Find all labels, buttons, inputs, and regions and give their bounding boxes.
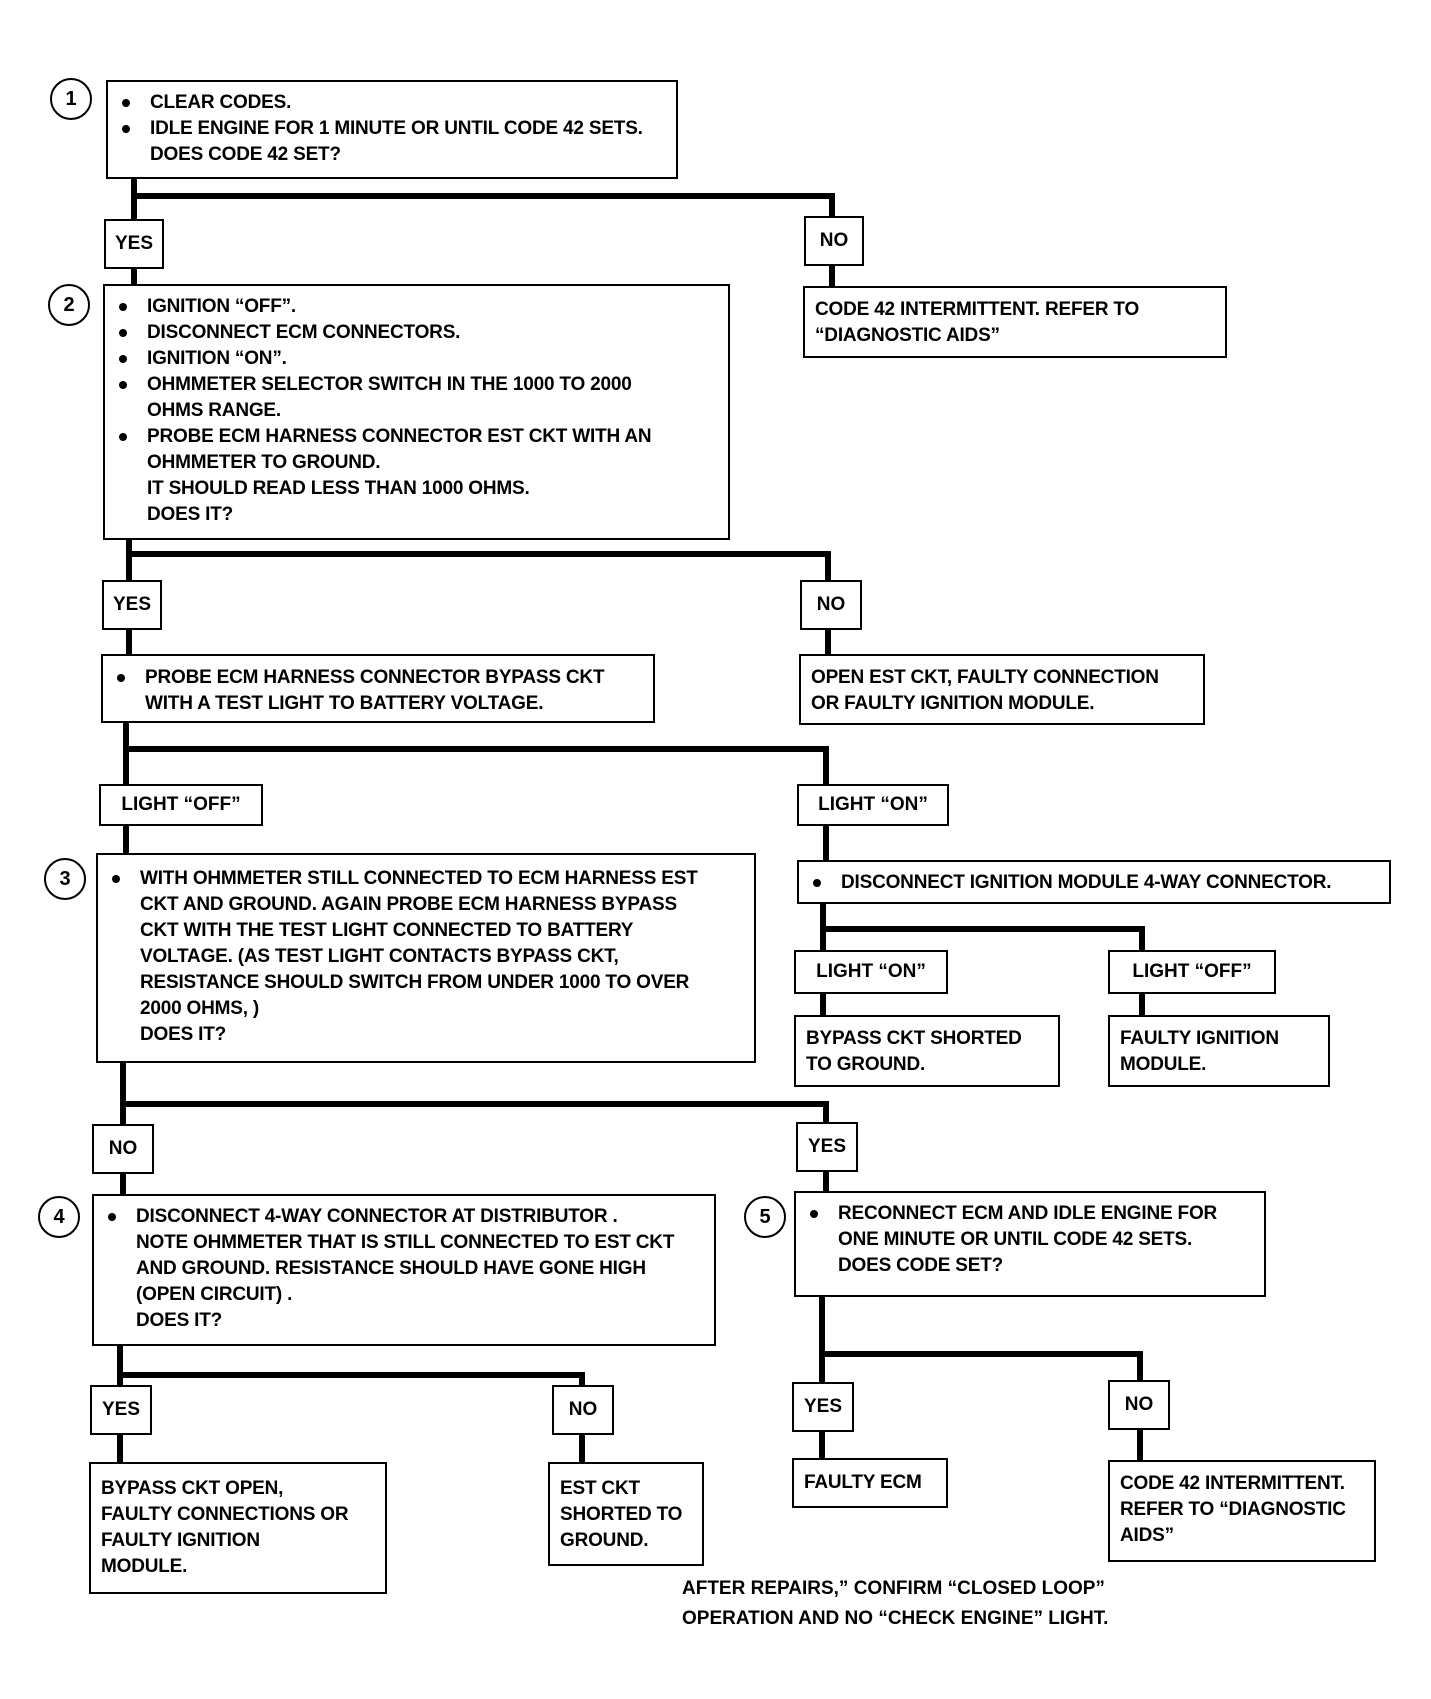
disconnect-ignition-module-box: DISCONNECT IGNITION MODULE 4-WAY CONNECT…: [797, 860, 1391, 904]
step-2-bullet: DISCONNECT ECM CONNECTORS.: [119, 320, 720, 346]
step-2-question: DOES IT?: [147, 504, 234, 525]
result-line: EST CKT: [560, 1478, 640, 1499]
result-line: OPEN EST CKT, FAULTY CONNECTION: [811, 667, 1159, 688]
step-5-box: RECONNECT ECM AND IDLE ENGINE FOR ONE MI…: [794, 1191, 1266, 1297]
step-3-line: VOLTAGE. (AS TEST LIGHT CONTACTS BYPASS …: [140, 946, 619, 967]
step-2-box: IGNITION “OFF”. DISCONNECT ECM CONNECTOR…: [103, 284, 730, 540]
step-3-line: CKT AND GROUND. AGAIN PROBE ECM HARNESS …: [140, 894, 677, 915]
probe-line: WITH A TEST LIGHT TO BATTERY VOLTAGE.: [145, 693, 544, 714]
step-3-bullet: WITH OHMMETER STILL CONNECTED TO ECM HAR…: [112, 866, 746, 892]
step-5-yes-label: YES: [792, 1382, 854, 1432]
connector-box4-split: [117, 1372, 585, 1395]
step-2-line: OHMS RANGE.: [147, 400, 281, 421]
step-5-line: ONE MINUTE OR UNTIL CODE 42 SETS.: [838, 1229, 1193, 1250]
step-4-yes-label: YES: [90, 1385, 152, 1435]
step-1-question: DOES CODE 42 SET?: [150, 144, 341, 165]
faulty-ignition-module-result: FAULTY IGNITION MODULE.: [1108, 1015, 1330, 1087]
code-42-intermittent-result-1: CODE 42 INTERMITTENT. REFER TO “DIAGNOST…: [803, 286, 1227, 358]
step-2-no-label: NO: [800, 580, 862, 630]
step-1-bullet: CLEAR CODES.: [122, 90, 668, 116]
step-2-line: OHMMETER TO GROUND.: [147, 452, 381, 473]
probe-bullet: PROBE ECM HARNESS CONNECTOR BYPASS CKT: [117, 665, 645, 691]
step-4-question: DOES IT?: [136, 1310, 223, 1331]
connector-box1-split: [131, 193, 835, 221]
connector-box5-split: [819, 1351, 1143, 1387]
step-number-3: 3: [44, 858, 86, 900]
probe-bypass-ckt-box: PROBE ECM HARNESS CONNECTOR BYPASS CKT W…: [101, 654, 655, 723]
step-1-no-label: NO: [804, 216, 864, 266]
step-2-yes-label: YES: [102, 580, 162, 630]
module-light-off-label: LIGHT “OFF”: [1108, 950, 1276, 994]
step-1-yes-label: YES: [104, 219, 164, 269]
step-2-bullet: IGNITION “OFF”.: [119, 294, 720, 320]
step-3-yes-label: YES: [796, 1122, 858, 1172]
result-line: FAULTY IGNITION: [1120, 1028, 1279, 1049]
connector-box2-split: [126, 551, 831, 583]
result-line: SHORTED TO: [560, 1504, 683, 1525]
step-number-4: 4: [38, 1196, 80, 1238]
result-line: CODE 42 INTERMITTENT.: [1120, 1473, 1345, 1494]
step-5-no-label: NO: [1108, 1380, 1170, 1430]
step-1-box: CLEAR CODES. IDLE ENGINE FOR 1 MINUTE OR…: [106, 80, 678, 179]
after-repairs-note: AFTER REPAIRS,” CONFIRM “CLOSED LOOP” OP…: [682, 1574, 1108, 1634]
bypass-ckt-open-result: BYPASS CKT OPEN, FAULTY CONNECTIONS OR F…: [89, 1462, 387, 1594]
result-line: FAULTY IGNITION: [101, 1530, 260, 1551]
step-3-line: RESISTANCE SHOULD SWITCH FROM UNDER 1000…: [140, 972, 690, 993]
step-4-line: NOTE OHMMETER THAT IS STILL CONNECTED TO…: [136, 1232, 675, 1253]
step-4-no-label: NO: [552, 1385, 614, 1435]
result-line: “DIAGNOSTIC AIDS”: [815, 325, 1000, 346]
result-line: FAULTY CONNECTIONS OR: [101, 1504, 349, 1525]
note-line: AFTER REPAIRS,” CONFIRM “CLOSED LOOP”: [682, 1578, 1105, 1599]
result-line: CODE 42 INTERMITTENT. REFER TO: [815, 299, 1140, 320]
result-line: MODULE.: [1120, 1054, 1207, 1075]
result-line: OR FAULTY IGNITION MODULE.: [811, 693, 1095, 714]
light-off-label: LIGHT “OFF”: [99, 784, 263, 826]
step-3-line: 2000 OHMS, ): [140, 998, 260, 1019]
note-line: OPERATION AND NO “CHECK ENGINE” LIGHT.: [682, 1608, 1109, 1629]
step-3-box: WITH OHMMETER STILL CONNECTED TO ECM HAR…: [96, 853, 756, 1063]
open-est-ckt-result: OPEN EST CKT, FAULTY CONNECTION OR FAULT…: [799, 654, 1205, 725]
disconnect-module-bullet: DISCONNECT IGNITION MODULE 4-WAY CONNECT…: [813, 870, 1381, 896]
step-4-line: (OPEN CIRCUIT) .: [136, 1284, 293, 1305]
step-number-5: 5: [744, 1196, 786, 1238]
module-light-on-label: LIGHT “ON”: [794, 950, 948, 994]
result-line: BYPASS CKT SHORTED: [806, 1028, 1022, 1049]
bypass-ckt-shorted-result: BYPASS CKT SHORTED TO GROUND.: [794, 1015, 1060, 1087]
step-2-bullet: IGNITION “ON”.: [119, 346, 720, 372]
result-line: GROUND.: [560, 1530, 649, 1551]
step-4-box: DISCONNECT 4-WAY CONNECTOR AT DISTRIBUTO…: [92, 1194, 716, 1346]
step-3-line: CKT WITH THE TEST LIGHT CONNECTED TO BAT…: [140, 920, 634, 941]
faulty-ecm-result: FAULTY ECM: [792, 1458, 948, 1508]
step-4-line: AND GROUND. RESISTANCE SHOULD HAVE GONE …: [136, 1258, 646, 1279]
step-5-question: DOES CODE SET?: [838, 1255, 1004, 1276]
result-line: FAULTY ECM: [804, 1472, 922, 1493]
step-number-1: 1: [50, 78, 92, 120]
step-2-bullet: PROBE ECM HARNESS CONNECTOR EST CKT WITH…: [119, 424, 720, 450]
est-ckt-shorted-result: EST CKT SHORTED TO GROUND.: [548, 1462, 704, 1566]
result-line: BYPASS CKT OPEN,: [101, 1478, 284, 1499]
step-2-line: IT SHOULD READ LESS THAN 1000 OHMS.: [147, 478, 530, 499]
step-4-bullet: DISCONNECT 4-WAY CONNECTOR AT DISTRIBUTO…: [108, 1204, 706, 1230]
connector-box3-split: [120, 1101, 829, 1127]
result-line: TO GROUND.: [806, 1054, 926, 1075]
step-3-question: DOES IT?: [140, 1024, 227, 1045]
connector-probe-split: [123, 746, 829, 787]
step-number-2: 2: [48, 284, 90, 326]
result-line: AIDS”: [1120, 1525, 1174, 1546]
step-5-bullet: RECONNECT ECM AND IDLE ENGINE FOR: [810, 1201, 1256, 1227]
light-on-label: LIGHT “ON”: [797, 784, 949, 826]
step-3-no-label: NO: [92, 1124, 154, 1174]
result-line: REFER TO “DIAGNOSTIC: [1120, 1499, 1346, 1520]
connector-module-split: [820, 899, 1145, 955]
step-2-bullet: OHMMETER SELECTOR SWITCH IN THE 1000 TO …: [119, 372, 720, 398]
result-line: MODULE.: [101, 1556, 188, 1577]
code-42-intermittent-result-2: CODE 42 INTERMITTENT. REFER TO “DIAGNOST…: [1108, 1460, 1376, 1562]
step-1-bullet: IDLE ENGINE FOR 1 MINUTE OR UNTIL CODE 4…: [122, 116, 668, 142]
